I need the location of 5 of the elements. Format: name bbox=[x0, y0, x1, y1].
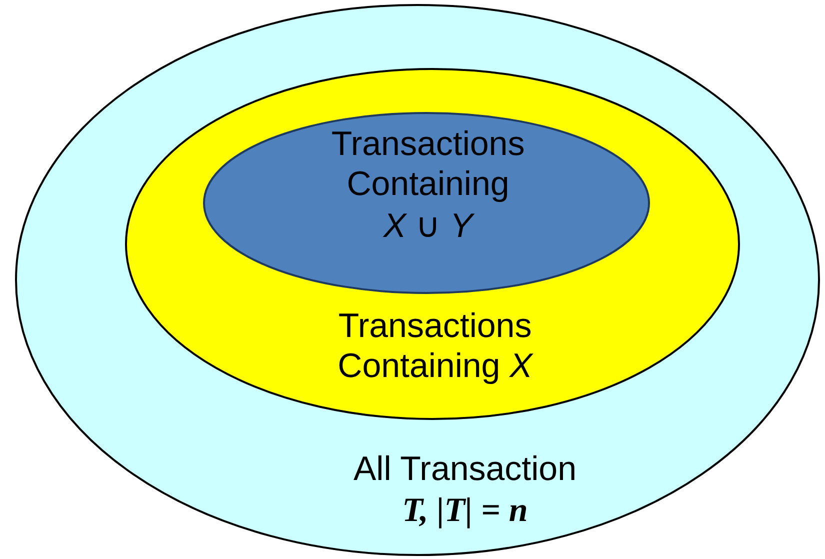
formula-text: X ∪ Y bbox=[382, 206, 476, 246]
formula-text: T, |T| = n bbox=[401, 491, 529, 531]
region-label: All Transaction bbox=[352, 449, 578, 489]
region-label: Transactions Containing X bbox=[336, 306, 534, 386]
region-label: Transactions Containing bbox=[330, 124, 526, 204]
